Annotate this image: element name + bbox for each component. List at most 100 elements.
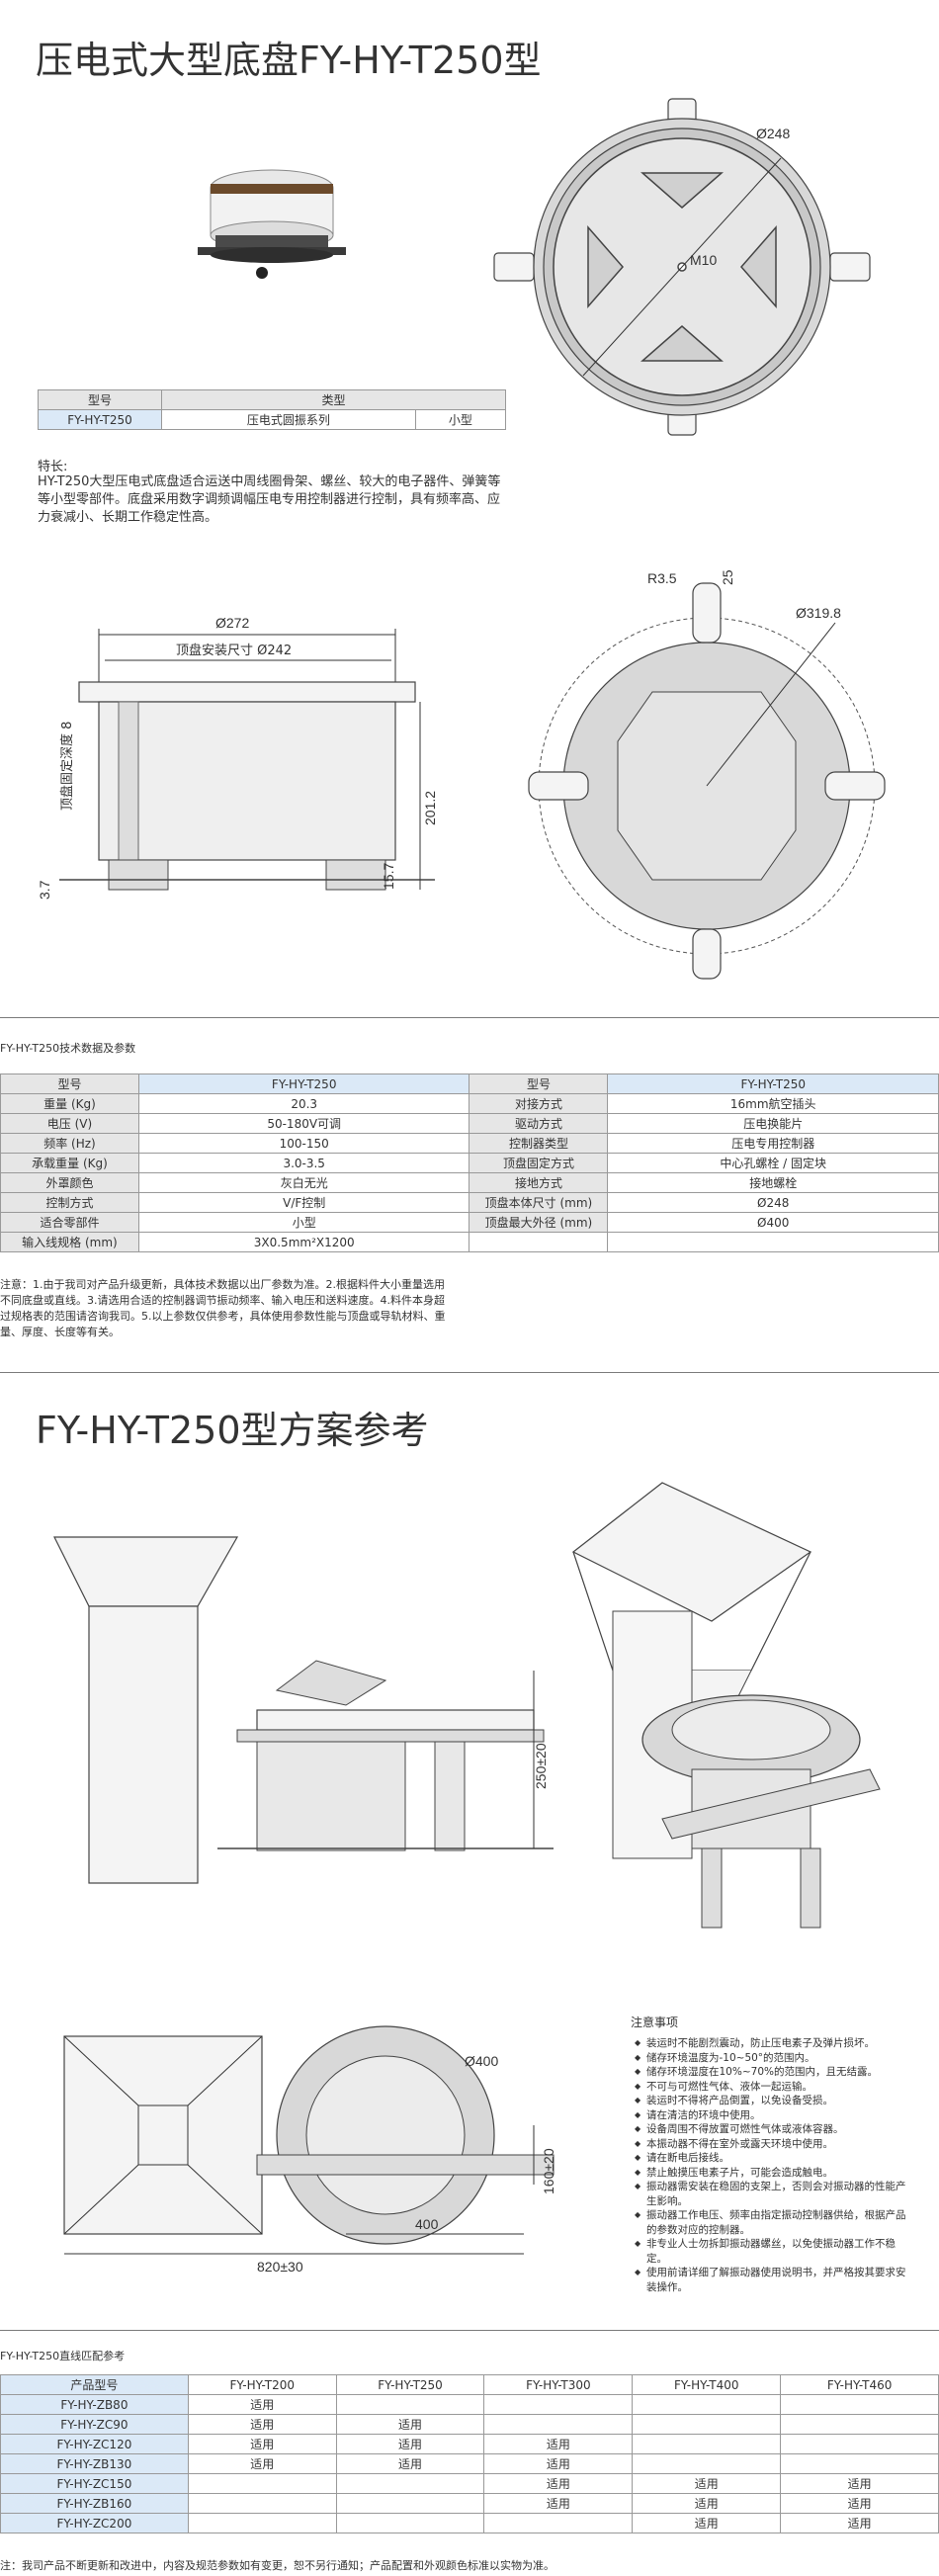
match-cell: 适用 [335,2414,485,2435]
type-table-size: 小型 [414,409,507,430]
notice-item: ◆使用前请详细了解振动器使用说明书，并严格按其要求安装操作。 [635,2267,906,2293]
dim-d400: Ø400 [465,2053,498,2069]
notice-item: ◆装运时不能剧烈震动，防止压电素子及弹片损坏。 [635,2037,875,2049]
spec-cell: 3X0.5mm²X1200 [137,1232,470,1252]
spec-caption: FY-HY-T250技术数据及参数 [0,1042,136,1055]
spec-cell: 输入线规格 (mm) [0,1232,139,1252]
spec-cell: 3.0-3.5 [137,1153,470,1173]
spec-row: 输入线规格 (mm)3X0.5mm²X1200 [0,1232,939,1252]
match-header-cell: FY-HY-T300 [483,2374,634,2395]
match-cell: 适用 [483,2453,634,2474]
bullet-icon: ◆ [635,2067,641,2076]
notice-item: ◆振动器需安装在稳固的支架上，否则会对振动器的性能产生影响。 [635,2181,906,2207]
match-note: 注：我司产品不断更新和改进中，内容及规范参数如有变更，恕不另行通知；产品配置和外… [0,2559,555,2572]
type-table-model: FY-HY-T250 [38,409,162,430]
scheme-top-drawing: Ø400 160±20 820±30 400 [63,2025,556,2275]
match-cell [335,2394,485,2415]
match-cell: FY-HY-ZB160 [0,2493,189,2514]
match-cell [780,2394,939,2415]
bullet-icon: ◆ [635,2096,641,2104]
notice-item: ◆储存环境温度为-10~50°的范围内。 [635,2051,815,2064]
bullet-icon: ◆ [635,2124,641,2133]
spec-cell: 对接方式 [469,1093,609,1114]
match-cell [335,2513,485,2533]
spec-header-cell: 型号 [0,1073,139,1094]
spec-cell: 中心孔螺栓 / 固定块 [607,1153,939,1173]
match-header-cell: FY-HY-T250 [335,2374,485,2395]
bullet-icon: ◆ [635,2239,641,2248]
spec-cell: 灰白无光 [137,1172,470,1193]
features-text: HY-T250大型压电式底盘适合运送中周线圈骨架、螺丝、较大的电子器件、弹簧等等… [38,474,501,525]
match-cell: FY-HY-ZB130 [0,2453,189,2474]
match-cell: 适用 [483,2493,634,2514]
spec-row: 电压 (V)50-180V可调驱动方式压电换能片 [0,1113,939,1134]
product-photo [198,169,346,279]
spec-header-cell: FY-HY-T250 [607,1073,939,1094]
dim-h201: 201.2 [422,791,438,825]
notice-item: ◆储存环境湿度在10%~70%的范围内，且无结露。 [635,2066,878,2078]
bullet-icon: ◆ [635,2153,641,2162]
dim-h15: 15.7 [381,863,396,890]
top-view-drawing: Ø248 M10 [493,98,871,436]
match-cell: 适用 [483,2473,634,2494]
bullet-icon: ◆ [635,2109,641,2119]
notice-item: ◆禁止触摸压电素子片，可能会造成触电。 [635,2166,833,2179]
bullet-icon: ◆ [635,2138,641,2148]
match-cell: 适用 [335,2434,485,2454]
match-cell [780,2414,939,2435]
notice-item: ◆请在断电后接线。 [635,2152,729,2164]
spec-cell: Ø248 [607,1192,939,1213]
match-header-cell: FY-HY-T200 [187,2374,337,2395]
bullet-icon: ◆ [635,2182,641,2190]
spec-header-cell: 型号 [469,1073,609,1094]
match-caption: FY-HY-T250直线匹配参考 [0,2350,126,2362]
spec-cell: 压电专用控制器 [607,1133,939,1154]
notice-item: ◆不可与可燃性气体、液体一起运输。 [635,2080,812,2093]
spec-cell: 驱动方式 [469,1113,609,1134]
match-cell: 适用 [780,2473,939,2494]
match-cell: 适用 [632,2513,782,2533]
match-cell: 适用 [187,2414,337,2435]
match-cell [632,2414,782,2435]
match-cell: 适用 [483,2434,634,2454]
bottom-view-drawing: R3.5 25 Ø319.8 [528,569,886,980]
spec-row: 外罩颜色灰白无光接地方式接地螺栓 [0,1172,939,1193]
notice-item: ◆本振动器不得在室外或露天环境中使用。 [635,2137,833,2150]
bullet-icon: ◆ [635,2268,641,2276]
dim-w820: 820±30 [257,2259,303,2275]
notice-item: ◆请在清洁的环境中使用。 [635,2108,761,2121]
spec-cell: 频率 (Hz) [0,1133,139,1154]
match-cell: 适用 [187,2453,337,2474]
match-cell: FY-HY-ZC200 [0,2513,189,2533]
match-cell [632,2453,782,2474]
notice-item: ◆非专业人士勿拆卸振动器螺丝，以免使振动器工作不稳定。 [635,2238,896,2265]
spec-cell: 16mm航空插头 [607,1093,939,1114]
spec-cell: Ø400 [607,1212,939,1233]
match-cell: 适用 [187,2434,337,2454]
spec-cell: 电压 (V) [0,1113,139,1134]
bullet-icon: ◆ [635,2052,641,2062]
spec-cell: 接地方式 [469,1172,609,1193]
match-cell: 适用 [632,2493,782,2514]
page-title: 压电式大型底盘FY-HY-T250型 [36,39,542,82]
type-table: 型号 类型 FY-HY-T250 压电式圆振系列 小型 [38,389,507,430]
type-table-header-type: 类型 [161,389,506,410]
dim-d272: Ø272 [215,615,249,631]
match-cell: 适用 [780,2493,939,2514]
dim-h160: 160±20 [541,2148,556,2194]
notice-heading: 注意事项 [631,2016,679,2029]
match-cell [483,2414,634,2435]
dim-d3198: Ø319.8 [796,605,841,621]
scheme-title: FY-HY-T250型方案参考 [36,1409,429,1452]
dim-25: 25 [720,569,735,585]
scheme-side-drawing: 250±20 [53,1536,554,1884]
notice-item: ◆装运时不得将产品倒置，以免设备受损。 [635,2095,833,2106]
match-cell: FY-HY-ZB80 [0,2394,189,2415]
match-cell [187,2493,337,2514]
